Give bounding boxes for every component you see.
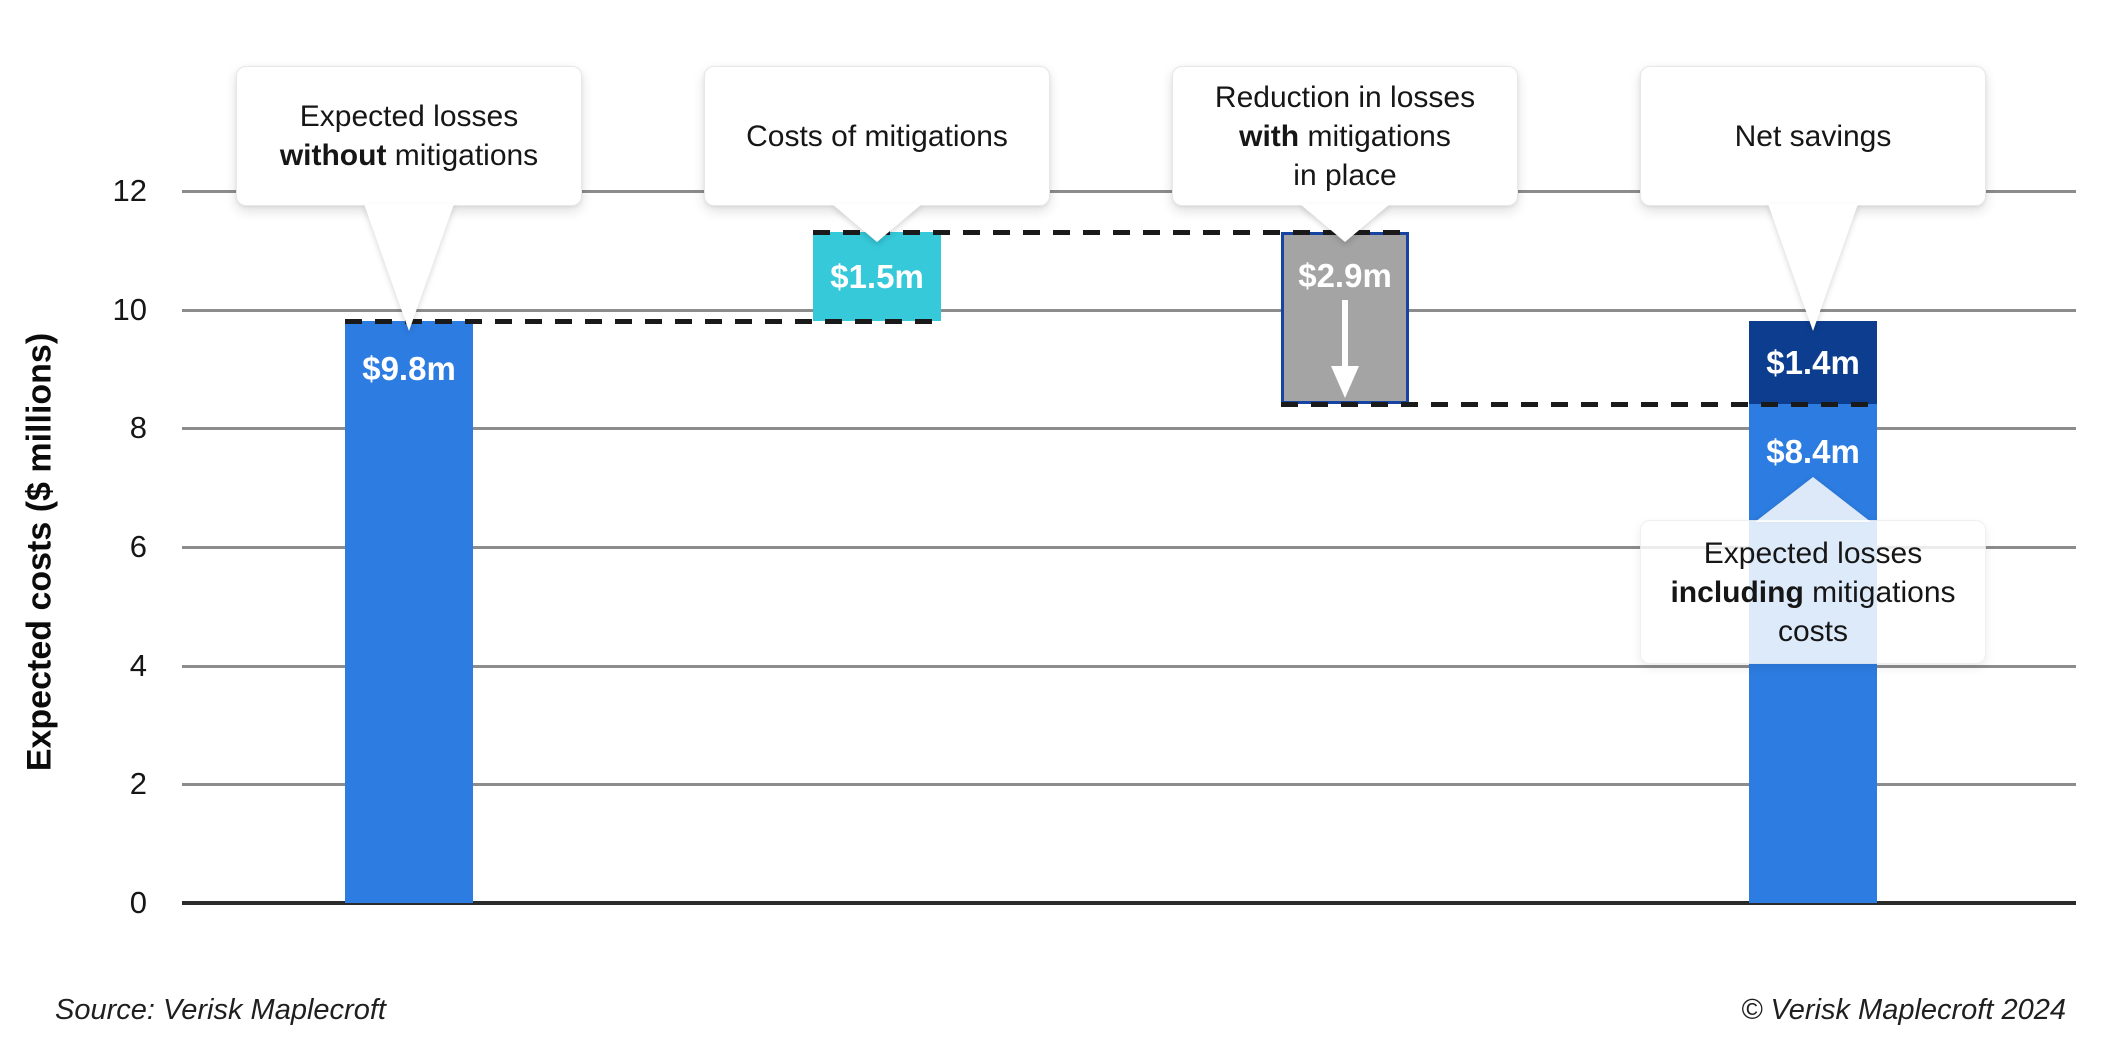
- callout-text-segment: Costs of mitigations: [746, 119, 1008, 153]
- callout-text-line: Costs of mitigations: [746, 117, 1008, 156]
- callout-text-segment: Expected losses: [299, 100, 519, 133]
- x-axis-baseline: [182, 901, 2076, 905]
- gridline-6: [182, 546, 2076, 549]
- callout-pointer-expected-losses-including-mitigations-costs: [1755, 477, 1871, 522]
- connector-dashed-line-8.4: [1281, 402, 1877, 407]
- callout-text-segment: Net savings: [1734, 119, 1892, 153]
- callout-text-segment: Reduction in losses: [1214, 80, 1476, 114]
- callout-text-segment: Expected losses: [1703, 536, 1923, 570]
- y-tick-label-10: 10: [112, 292, 147, 327]
- bar-value-label-net-savings: $1.4m: [1766, 343, 1860, 381]
- callout-text-segment: mitigations: [1299, 119, 1451, 153]
- callout-text-line: costs: [1778, 612, 1848, 651]
- callout-text-segment: in place: [1293, 158, 1397, 192]
- bar-value-label-expected-losses-without-mitigations: $9.8m: [362, 350, 456, 387]
- callout-pointer-reduction-in-losses-with-mitigations-in-place: [1300, 204, 1390, 242]
- gridline-12: [182, 190, 2076, 193]
- callout-text-segment: mitigations: [386, 139, 539, 172]
- gridline-2: [182, 783, 2076, 786]
- callout-text-line: Reduction in losses: [1215, 78, 1475, 117]
- bar-value-label-reduction-in-losses-with-mitigations: $2.9m: [1298, 257, 1392, 294]
- bar-value-label-costs-of-mitigations: $1.5m: [830, 257, 924, 295]
- y-tick-label-4: 4: [129, 648, 147, 683]
- bar-costs-of-mitigations: [813, 232, 941, 321]
- callout-text-segment: costs: [1777, 614, 1849, 648]
- callout-text-line: Net savings: [1735, 117, 1892, 156]
- copyright-note: © Verisk Maplecroft 2024: [1741, 994, 2066, 1026]
- down-arrow-icon: [1331, 300, 1359, 398]
- gridline-8: [182, 427, 2076, 430]
- callout-text-segment: including: [1670, 575, 1804, 609]
- gridline-4: [182, 665, 2076, 668]
- y-tick-label-8: 8: [129, 410, 147, 445]
- callout-costs-of-mitigations: Costs of mitigations: [704, 66, 1050, 206]
- callout-text-line: including mitigations: [1670, 573, 1955, 612]
- callout-text-segment: mitigations: [1803, 575, 1956, 609]
- bar-net-savings: [1749, 321, 1877, 404]
- callout-pointer-net-savings: [1768, 204, 1858, 331]
- y-tick-label-6: 6: [129, 529, 147, 564]
- gridline-10: [182, 309, 2076, 312]
- callout-text-segment: with: [1239, 119, 1300, 153]
- callout-text-segment: without: [279, 139, 387, 172]
- callout-net-savings: Net savings: [1640, 66, 1986, 206]
- y-tick-label-0: 0: [129, 885, 147, 920]
- bar-expected-losses-without-mitigations: [345, 321, 473, 903]
- callout-pointer-costs-of-mitigations: [832, 204, 922, 242]
- bar-value-label-expected-losses-including-mitigations-costs: $8.4m: [1766, 433, 1860, 470]
- callout-text-line: Expected losses: [1704, 534, 1922, 573]
- y-tick-label-2: 2: [129, 766, 147, 801]
- callout-text-line: without mitigations: [280, 136, 538, 175]
- y-tick-label-12: 12: [112, 173, 147, 208]
- callout-text-line: with mitigations: [1239, 117, 1451, 156]
- source-note: Source: Verisk Maplecroft: [55, 994, 386, 1026]
- callout-text-line: Expected losses: [300, 97, 518, 136]
- connector-dashed-line-11.3: [813, 230, 1409, 235]
- callout-text-line: in place: [1293, 156, 1396, 195]
- connector-dashed-line-9.8: [345, 319, 941, 324]
- callout-pointer-expected-losses-without-mitigations: [364, 204, 454, 331]
